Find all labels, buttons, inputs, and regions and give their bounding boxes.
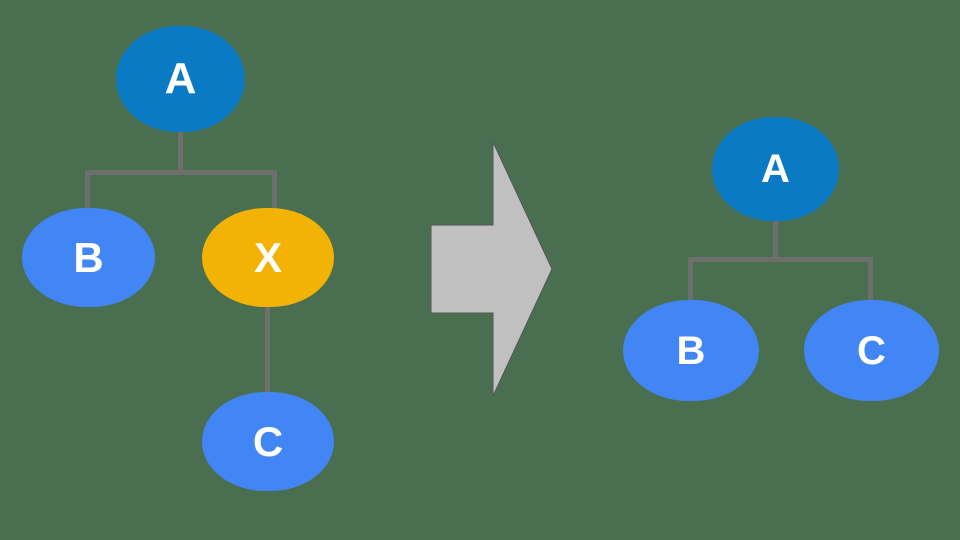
- node-b-after[interactable]: B: [623, 300, 759, 401]
- node-a-label: A: [164, 54, 197, 103]
- node-a-after-label: A: [761, 147, 790, 191]
- connector-a-down: [178, 128, 183, 174]
- transformation-arrow: [431, 142, 553, 397]
- node-a[interactable]: A: [116, 26, 245, 132]
- node-c[interactable]: C: [202, 392, 334, 491]
- node-c-after[interactable]: C: [804, 300, 939, 401]
- arrow-right-icon: [431, 142, 553, 397]
- node-a-after[interactable]: A: [712, 117, 839, 221]
- connector-a2-bus: [688, 257, 873, 262]
- node-b-label: B: [73, 233, 104, 281]
- connector-to-x: [272, 170, 277, 215]
- connector-to-b: [85, 170, 90, 215]
- node-x-highlighted[interactable]: X: [202, 208, 334, 307]
- node-c-after-label: C: [857, 328, 886, 373]
- connector-to-c2: [868, 257, 873, 305]
- node-b[interactable]: B: [22, 208, 155, 307]
- connector-a-bus: [85, 170, 277, 175]
- node-x-label: X: [253, 233, 282, 281]
- node-c-label: C: [252, 417, 284, 465]
- connector-a2-down: [773, 216, 778, 261]
- connector-x-to-c: [265, 300, 270, 398]
- connector-to-b2: [688, 257, 693, 305]
- node-b-after-label: B: [676, 328, 706, 373]
